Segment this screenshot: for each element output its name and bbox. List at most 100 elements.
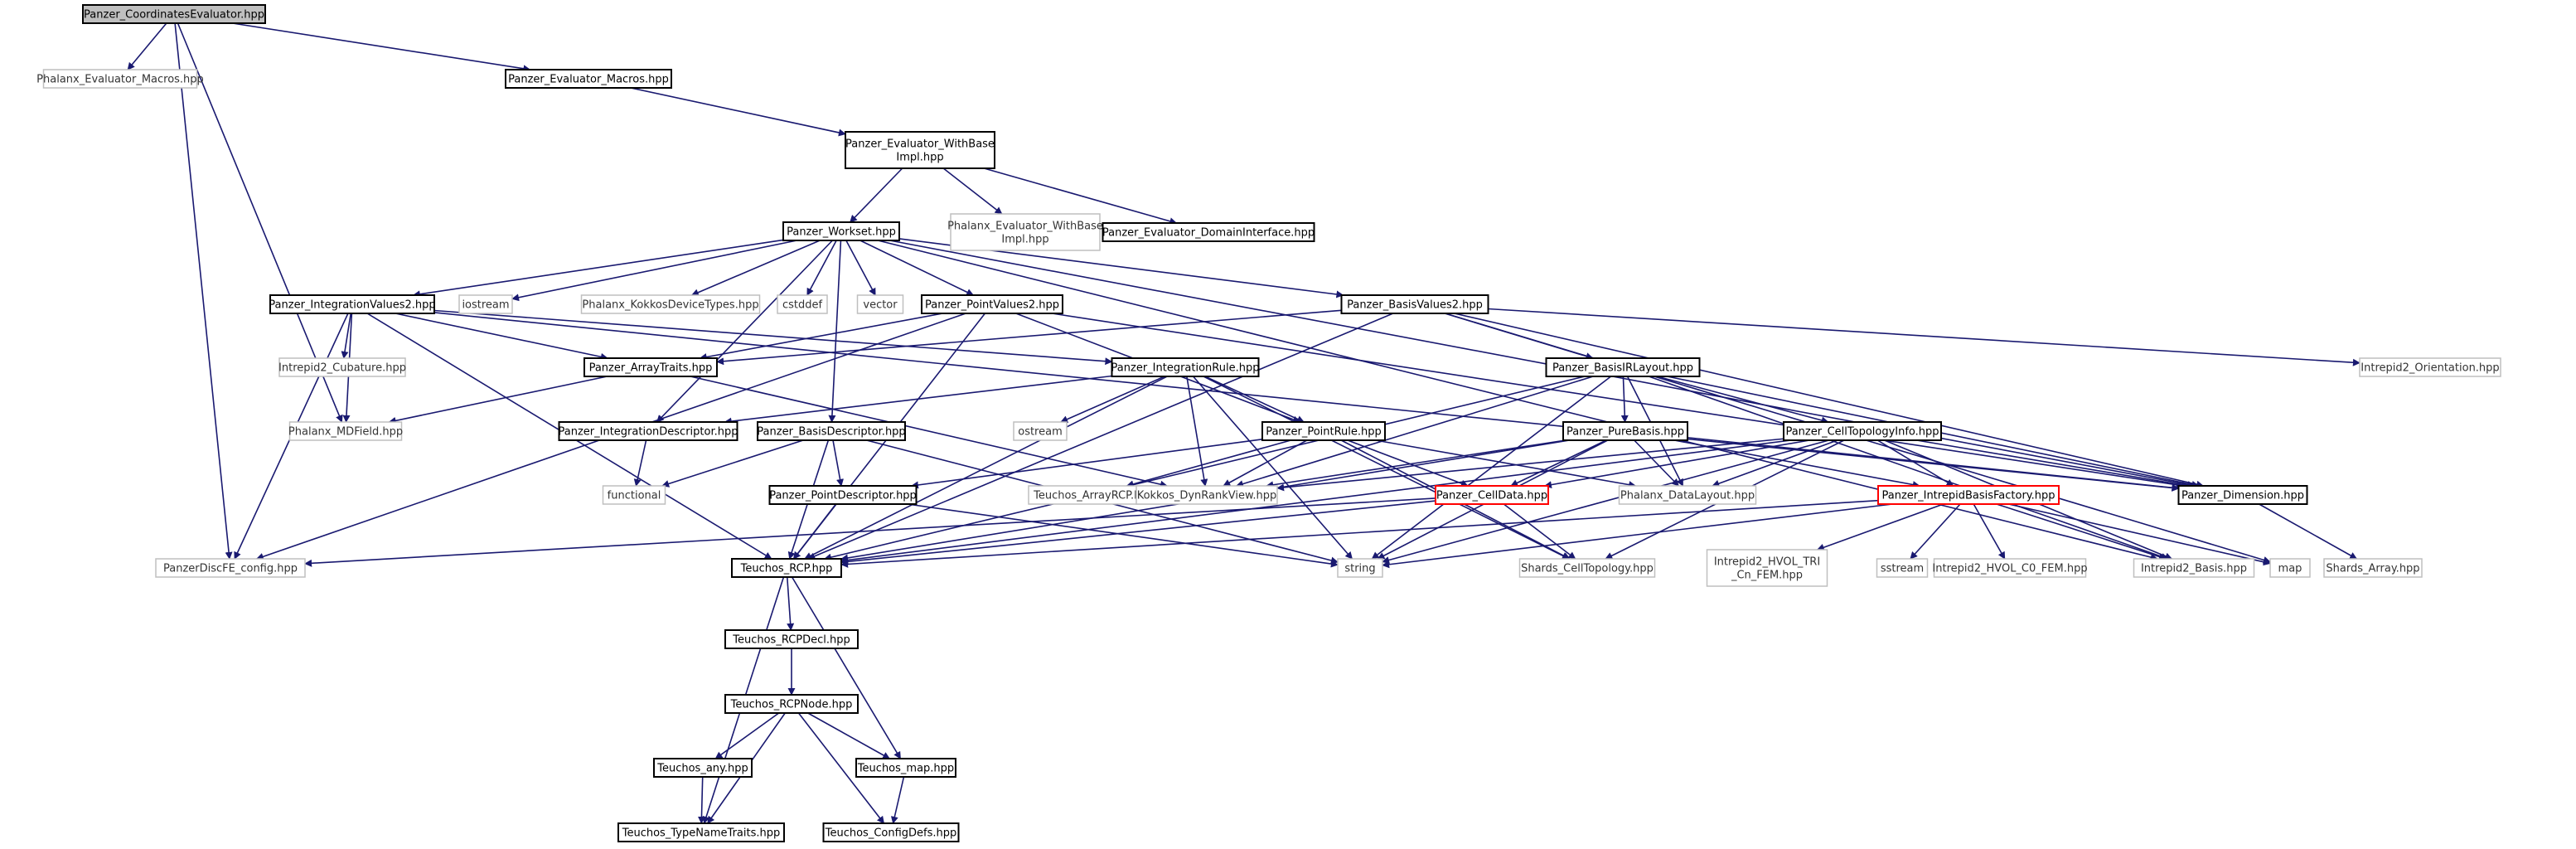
edge-pz_purebasis-to-pz_dimension: [1687, 436, 2180, 492]
node-pz_pointvalues2[interactable]: Panzer_PointValues2.hpp: [921, 294, 1063, 314]
edge-pz_basisirlayout-to-kokkos_dynrank: [1235, 376, 1594, 488]
edge-pz_basisirlayout-to-teuchos_rcp: [823, 376, 1586, 561]
edge-pz_purebasis-to-pz_celldata: [1510, 439, 1607, 487]
node-box-root: [82, 4, 266, 24]
node-box-pz_celltopoinfo: [1783, 421, 1942, 441]
node-box-teuchos_map: [855, 758, 956, 778]
node-label-cstddef: cstddef: [782, 299, 823, 312]
node-label-vector: vector: [863, 299, 898, 312]
node-teuchos_any[interactable]: Teuchos_any.hpp: [653, 758, 753, 778]
node-pz_basisvalues2[interactable]: Panzer_BasisValues2.hpp: [1340, 294, 1489, 314]
node-pz_celltopoinfo[interactable]: Panzer_CellTopologyInfo.hpp: [1783, 421, 1942, 441]
node-label-teuchos_rcpdecl: Teuchos_RCPDecl.hpp: [732, 634, 850, 647]
node-box-kokkos_dynrank: [1135, 485, 1278, 505]
node-label-phx_eval_macros: Phalanx_Evaluator_Macros.hpp: [36, 74, 204, 86]
node-label-pz_celldata: Panzer_CellData.hpp: [1436, 490, 1547, 502]
node-label-pz_pointrule: Panzer_PointRule.hpp: [1266, 426, 1382, 439]
node-teuchos_rcpdecl[interactable]: Teuchos_RCPDecl.hpp: [724, 629, 859, 649]
node-box-pz_ewb_impl: [845, 131, 995, 169]
edge-teuchos_rcpnode-to-teuchos_map: [807, 712, 891, 759]
node-box-teuchos_rcp: [731, 558, 842, 578]
node-box-teuchos_rcpdecl: [724, 629, 859, 649]
edge-pz_ewb_impl-to-pz_workset: [850, 167, 903, 223]
node-box-functional: [602, 485, 666, 505]
node-pz_dimension[interactable]: Panzer_Dimension.hpp: [2177, 485, 2308, 505]
node-ostream: ostream: [1013, 421, 1068, 441]
node-teuchos_rcpnode[interactable]: Teuchos_RCPNode.hpp: [724, 694, 859, 714]
node-label-pz_dimension: Panzer_Dimension.hpp: [2181, 490, 2304, 502]
node-box-pz_dimension: [2177, 485, 2308, 505]
edge-root-to-pz_eval_macros: [232, 22, 531, 73]
node-label-intrepid2_basis: Intrepid2_Basis.hpp: [2141, 563, 2247, 575]
edge-pz_eval_macros-to-pz_ewb_impl: [630, 87, 846, 137]
node-label-pz_discfe_config: PanzerDiscFE_config.hpp: [163, 563, 298, 575]
node-intrepid2_hvol_tri: Intrepid2_HVOL_TRI_Cn_FEM.hpp: [1706, 549, 1828, 587]
node-box-pz_intrepidfactory: [1877, 485, 2060, 505]
node-pz_intrepidfactory[interactable]: Panzer_IntrepidBasisFactory.hpp: [1877, 485, 2060, 505]
node-phx_kokkos_types: Phalanx_KokkosDeviceTypes.hpp: [580, 294, 761, 314]
node-box-intrepid2_orient: [2359, 357, 2501, 377]
node-pz_pointrule[interactable]: Panzer_PointRule.hpp: [1261, 421, 1386, 441]
node-pz_basisirlayout[interactable]: Panzer_BasisIRLayout.hpp: [1545, 357, 1701, 377]
node-label-teuchos_map: Teuchos_map.hpp: [857, 763, 954, 775]
edge-pz_basisvalues2-to-teuchos_rcp: [807, 313, 1394, 560]
node-pz_intrule[interactable]: Panzer_IntegrationRule.hpp: [1111, 357, 1260, 377]
node-iostream: iostream: [458, 294, 513, 314]
edge-pz_basisdesc-to-functional: [661, 439, 804, 488]
node-label-teuchos_any: Teuchos_any.hpp: [656, 763, 748, 775]
edge-pz_basisvalues2-to-intrepid2_orient: [1488, 308, 2361, 366]
node-pz_eval_macros[interactable]: Panzer_Evaluator_Macros.hpp: [505, 69, 672, 89]
node-label-pz_pointvalues2: Panzer_PointValues2.hpp: [925, 299, 1059, 312]
edge-pz_dimension-to-shards_array: [2259, 503, 2358, 560]
node-label-pz_workset: Panzer_Workset.hpp: [787, 226, 896, 239]
node-label-intrepid2_cubature: Intrepid2_Cubature.hpp: [278, 362, 406, 375]
edge-pz_intrule-to-pz_pointrule: [1204, 376, 1305, 423]
node-pz_basisdesc[interactable]: Panzer_BasisDescriptor.hpp: [757, 421, 906, 441]
node-pz_domain_iface[interactable]: Panzer_Evaluator_DomainInterface.hpp: [1102, 222, 1315, 242]
node-box-intrepid2_hvol_c0: [1933, 558, 2087, 578]
node-pz_intvalues2[interactable]: Panzer_IntegrationValues2.hpp: [269, 294, 436, 314]
node-pz_arraytraits[interactable]: Panzer_ArrayTraits.hpp: [583, 357, 718, 377]
node-box-intrepid2_hvol_tri: [1706, 549, 1828, 587]
edge-pz_intrepidfactory-to-sstream: [1910, 503, 1961, 560]
node-teuchos_typenametraits[interactable]: Teuchos_TypeNameTraits.hpp: [617, 822, 785, 842]
node-box-pz_pointvalues2: [921, 294, 1063, 314]
node-intrepid2_basis: Intrepid2_Basis.hpp: [2133, 558, 2255, 578]
edge-pz_celltopoinfo-to-pz_celldata: [1543, 439, 1810, 489]
edge-pz_pointdesc-to-teuchos_rcp: [792, 503, 837, 560]
node-root[interactable]: Panzer_CoordinatesEvaluator.hpp: [82, 4, 266, 24]
edge-pz_celltopoinfo-to-teuchos_rcp: [840, 439, 1791, 565]
node-pz_celldata[interactable]: Panzer_CellData.hpp: [1435, 485, 1549, 505]
edge-pz_workset-to-pz_pointvalues2: [859, 240, 975, 296]
edge-pz_intrepidfactory-to-string: [1382, 503, 1893, 569]
node-box-string: [1337, 558, 1383, 578]
edge-pz_purebasis-to-phx_datalayout: [1634, 439, 1679, 487]
node-box-pz_intvalues2: [269, 294, 435, 314]
edge-pz_intrule-to-ostream: [1060, 376, 1165, 423]
node-pz_purebasis[interactable]: Panzer_PureBasis.hpp: [1562, 421, 1688, 441]
node-box-intrepid2_basis: [2133, 558, 2255, 578]
node-label-kokkos_dynrank: Kokkos_DynRankView.hpp: [1137, 490, 1277, 502]
edge-pz_celldata-to-teuchos_rcp: [840, 500, 1436, 565]
node-teuchos_map[interactable]: Teuchos_map.hpp: [855, 758, 956, 778]
edge-pz_pointdesc-to-string: [907, 503, 1339, 568]
edge-pz_arraytraits-to-phx_mdfield: [388, 376, 608, 424]
node-shards_array: Shards_Array.hpp: [2323, 558, 2423, 578]
node-shards_celltopo: Shards_CellTopology.hpp: [1518, 558, 1656, 578]
node-label-shards_array: Shards_Array.hpp: [2326, 563, 2419, 575]
node-label-map: map: [2278, 563, 2302, 575]
node-label-pz_intdesc: Panzer_IntegrationDescriptor.hpp: [559, 426, 738, 439]
edge-pz_intvalues2-to-pz_intrule: [433, 309, 1113, 366]
node-pz_workset[interactable]: Panzer_Workset.hpp: [782, 221, 900, 241]
node-teuchos_configdefs[interactable]: Teuchos_ConfigDefs.hpp: [822, 822, 960, 842]
node-pz_intdesc[interactable]: Panzer_IntegrationDescriptor.hpp: [558, 421, 738, 441]
edge-pz_intrule-to-string: [1192, 376, 1353, 560]
node-intrepid2_hvol_c0: Intrepid2_HVOL_C0_FEM.hpp: [1932, 558, 2088, 578]
node-box-iostream: [458, 294, 513, 314]
edge-pz_celltopoinfo-to-kokkos_dynrank: [1276, 438, 1784, 492]
node-box-shards_celltopo: [1518, 558, 1656, 578]
node-teuchos_rcp[interactable]: Teuchos_RCP.hpp: [731, 558, 842, 578]
node-pz_pointdesc[interactable]: Panzer_PointDescriptor.hpp: [768, 485, 918, 505]
edge-teuchos_rcpnode-to-teuchos_configdefs: [797, 712, 885, 824]
